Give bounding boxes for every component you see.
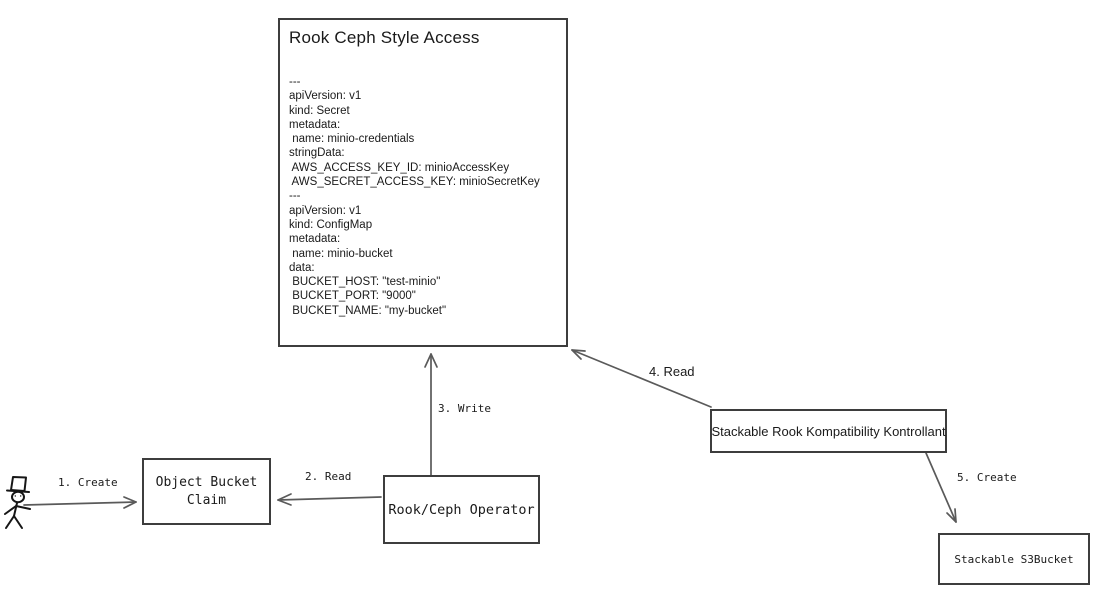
edge-label-4-read: 4. Read	[649, 364, 695, 379]
arrow-4-read	[571, 349, 712, 408]
arrow-2-read	[277, 493, 382, 506]
node-stackable-kontrollant: Stackable Rook Kompatibility Kontrollant	[710, 409, 947, 453]
node-rook-ceph-style-access: Rook Ceph Style Access --- apiVersion: v…	[278, 18, 568, 347]
edge-label-5-create: 5. Create	[957, 471, 1017, 484]
arrow-1-create	[23, 496, 137, 509]
arrow-5-create	[925, 452, 957, 523]
node-stackable-s3bucket-label: Stackable S3Bucket	[954, 552, 1074, 566]
arrow-3-write	[424, 353, 438, 476]
node-stackable-s3bucket: Stackable S3Bucket	[938, 533, 1090, 585]
node-object-bucket-claim-label: Object Bucket Claim	[155, 474, 258, 508]
node-object-bucket-claim: Object Bucket Claim	[142, 458, 271, 525]
node-rook-ceph-operator: Rook/Ceph Operator	[383, 475, 540, 544]
user-actor-icon	[4, 476, 31, 529]
node-rook-ceph-yaml: --- apiVersion: v1 kind: Secret metadata…	[289, 76, 540, 317]
edge-label-2-read: 2. Read	[305, 470, 352, 483]
node-rook-ceph-title: Rook Ceph Style Access	[289, 28, 480, 47]
node-stackable-kontrollant-label: Stackable Rook Kompatibility Kontrollant	[711, 423, 946, 439]
edge-label-1-create: 1. Create	[58, 476, 118, 489]
node-rook-ceph-operator-label: Rook/Ceph Operator	[388, 501, 535, 518]
edge-label-3-write: 3. Write	[438, 402, 491, 415]
